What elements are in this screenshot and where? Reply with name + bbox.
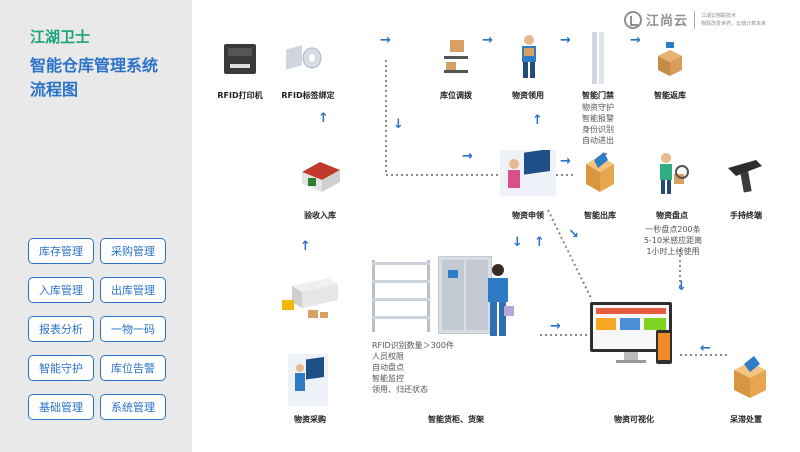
arrow-up-claim: ↑ <box>532 113 543 128</box>
arrow-right-3: → <box>560 33 571 48</box>
line-apply-to-visual <box>547 209 593 301</box>
logo-tagline-1: 江湖云物联技术 <box>701 12 737 19</box>
count-note-2: 5-10米感应距离 <box>643 236 703 245</box>
arrow-left-scrap: ← <box>700 341 711 356</box>
module-button-reports[interactable]: 报表分析 <box>28 316 94 342</box>
arrow-down-count: ↓ <box>676 279 687 294</box>
label-receiving: 验收入库 <box>304 211 336 220</box>
cabinet-icon <box>438 256 492 334</box>
label-smart-outbound: 智能出库 <box>584 211 616 220</box>
module-button-purchase[interactable]: 采购管理 <box>100 238 166 264</box>
arrow-diagonal: ↘ <box>568 227 579 242</box>
gate-note-2: 智能报警 <box>582 114 614 123</box>
logo-name: 江尚云 <box>646 14 689 29</box>
person-claim-icon <box>522 35 536 78</box>
logo-icon <box>624 10 642 29</box>
cabinet-note-5: 领用、归还状态 <box>372 385 428 394</box>
label-rfid-printer: RFID打印机 <box>217 91 263 100</box>
gate-note-1: 物资守护 <box>582 103 614 112</box>
gate-note-3: 身份识别 <box>582 125 614 134</box>
logo-divider <box>694 10 696 29</box>
arrow-up-receiving: ↑ <box>318 111 329 126</box>
cabinet-note-3: 自动盘点 <box>372 363 404 372</box>
label-smart-cabinet: 智能货柜、货架 <box>428 415 484 424</box>
arrow-down-binding: ↓ <box>393 117 404 132</box>
warehouse-icon <box>302 162 340 192</box>
cabinet-notes: RFID识别数量＞300件 人员权限 自动盘点 智能监控 领用、归还状态 <box>372 340 454 395</box>
printer-icon <box>224 44 256 74</box>
page-title-line-1: 智能仓库管理系统 <box>30 56 159 75</box>
arrow-right-cabinet: → <box>550 319 561 334</box>
label-smart-return: 智能返库 <box>654 91 686 100</box>
count-person-icon <box>660 153 689 194</box>
cabinet-note-4: 智能监控 <box>372 374 404 383</box>
person-cabinet-icon <box>488 264 514 336</box>
label-material-count: 物资盘点 <box>656 211 688 220</box>
label-material-claim: 物资领用 <box>512 91 544 100</box>
apply-terminal-icon <box>500 150 556 196</box>
arrow-right-outbound: → <box>560 154 571 169</box>
logo-tagline-2: 物联改变世界，云端计算未来 <box>701 20 767 27</box>
label-visualization: 物资可视化 <box>614 415 654 424</box>
procure-terminal-icon <box>288 354 328 406</box>
arrow-up-procure: ↑ <box>300 239 311 254</box>
module-button-one-code[interactable]: 一物一码 <box>100 316 166 342</box>
worker-shelf-icon <box>444 40 468 73</box>
label-procurement: 物资采购 <box>294 415 326 424</box>
label-smart-gate: 智能门禁 <box>582 91 614 100</box>
handheld-icon <box>728 160 762 193</box>
label-scrap: 呆滞处置 <box>730 415 762 424</box>
arrow-right-apply: → <box>462 149 473 164</box>
label-roll-icon <box>286 45 322 70</box>
dashboard-monitor-icon <box>590 302 672 364</box>
label-location-transfer: 库位调拨 <box>440 91 472 100</box>
arrow-right-1: → <box>380 33 391 48</box>
outbound-box-icon <box>586 152 614 192</box>
cabinet-note-1: RFID识别数量＞300件 <box>372 341 454 350</box>
module-button-basic[interactable]: 基础管理 <box>28 394 94 420</box>
cabinet-note-2: 人员权限 <box>372 352 404 361</box>
arrow-right-4: → <box>630 33 641 48</box>
company-logo: 江尚云 江湖云物联技术 物联改变世界，云端计算未来 <box>624 10 766 29</box>
gate-notes: 物资守护 智能报警 身份识别 自动进出 <box>582 102 614 146</box>
sidebar: 江湖卫士 智能仓库管理系统 流程图 库存管理 采购管理 入库管理 出库管理 报表… <box>0 0 192 452</box>
count-notes: 一秒盘点200条 5-10米感应距离 1小时上线使用 <box>636 224 710 257</box>
label-material-apply: 物资申领 <box>512 211 544 220</box>
module-button-inbound[interactable]: 入库管理 <box>28 277 94 303</box>
scrap-box-icon <box>734 356 766 398</box>
arrow-down-apply: ↓ <box>512 235 523 250</box>
module-button-outbound[interactable]: 出库管理 <box>100 277 166 303</box>
module-button-guard[interactable]: 智能守护 <box>28 355 94 381</box>
page-title-line-2: 流程图 <box>30 80 79 99</box>
arrow-right-2: → <box>482 33 493 48</box>
count-note-1: 一秒盘点200条 <box>645 225 701 234</box>
gate-note-4: 自动进出 <box>582 136 614 145</box>
count-note-3: 1小时上线使用 <box>646 247 700 256</box>
shelf-icon <box>372 260 430 332</box>
label-handheld: 手持终端 <box>730 211 762 220</box>
module-button-system[interactable]: 系统管理 <box>100 394 166 420</box>
gate-icon <box>592 32 604 84</box>
return-boxes-icon <box>658 42 682 76</box>
brand-name: 江湖卫士 <box>30 28 91 46</box>
arrow-up-cabinet: ↑ <box>534 235 545 250</box>
truck-forklift-icon <box>282 278 338 318</box>
module-button-location-alert[interactable]: 库位告警 <box>100 355 166 381</box>
module-button-inventory[interactable]: 库存管理 <box>28 238 94 264</box>
label-rfid-binding: RFID标签绑定 <box>281 91 335 100</box>
